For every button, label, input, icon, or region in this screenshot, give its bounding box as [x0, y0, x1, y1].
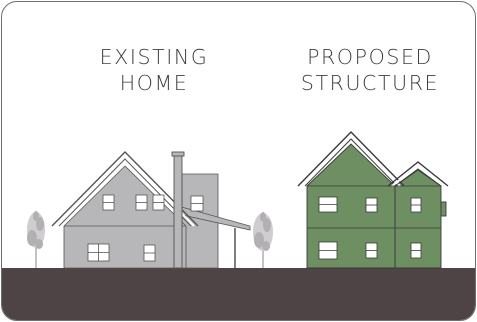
tree-middle	[253, 212, 273, 268]
proposed-structure	[297, 131, 449, 269]
proposed-structure-label: PROPOSED STRUCTURE	[270, 44, 470, 96]
existing-home-label: EXISTING HOME	[54, 44, 254, 96]
ground	[2, 268, 475, 320]
chimney	[173, 153, 183, 269]
proposed-label-line1: PROPOSED	[307, 45, 433, 69]
tree-left	[27, 211, 45, 268]
existing-label-line2: HOME	[119, 71, 189, 95]
houses-illustration	[2, 131, 475, 320]
proposed-label-line2: STRUCTURE	[300, 71, 440, 95]
existing-label-line1: EXISTING	[99, 45, 209, 69]
existing-home	[51, 151, 251, 269]
